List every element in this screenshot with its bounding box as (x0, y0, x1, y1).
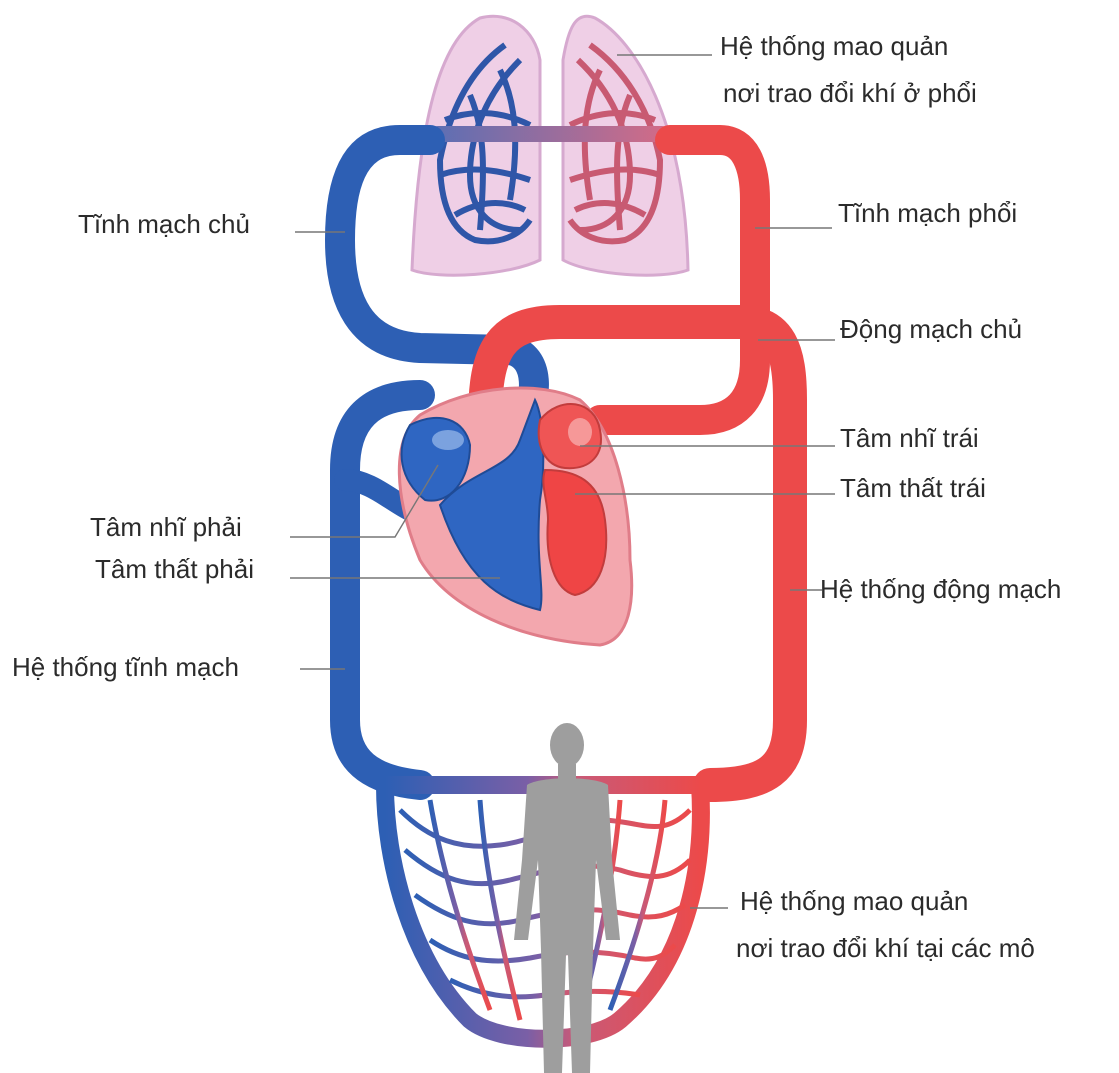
label-vena-cava: Tĩnh mạch chủ (78, 209, 250, 239)
label-right-ventricle: Tâm thất phải (95, 554, 254, 584)
label-tissue-capillaries-line2: nơi trao đổi khí tại các mô (736, 933, 1035, 963)
left-atrium-valve (568, 418, 592, 446)
label-arterial-system: Hệ thống động mạch (820, 574, 1061, 604)
label-left-ventricle: Tâm thất trái (840, 473, 986, 503)
label-lung-capillaries-line1: Hệ thống mao quản (720, 31, 948, 61)
pulmonary-bridge (430, 126, 670, 142)
label-tissue-capillaries-line1: Hệ thống mao quản (740, 886, 968, 916)
right-atrium-valve (432, 430, 464, 450)
label-venous-system: Hệ thống tĩnh mạch (12, 652, 239, 682)
label-lung-capillaries-line2: nơi trao đổi khí ở phổi (723, 78, 977, 108)
label-left-atrium: Tâm nhĩ trái (840, 423, 979, 453)
label-right-atrium: Tâm nhĩ phải (90, 512, 242, 542)
label-pulmonary-vein: Tĩnh mạch phổi (838, 198, 1017, 228)
heart (399, 388, 631, 645)
label-aorta: Động mạch chủ (840, 314, 1022, 344)
